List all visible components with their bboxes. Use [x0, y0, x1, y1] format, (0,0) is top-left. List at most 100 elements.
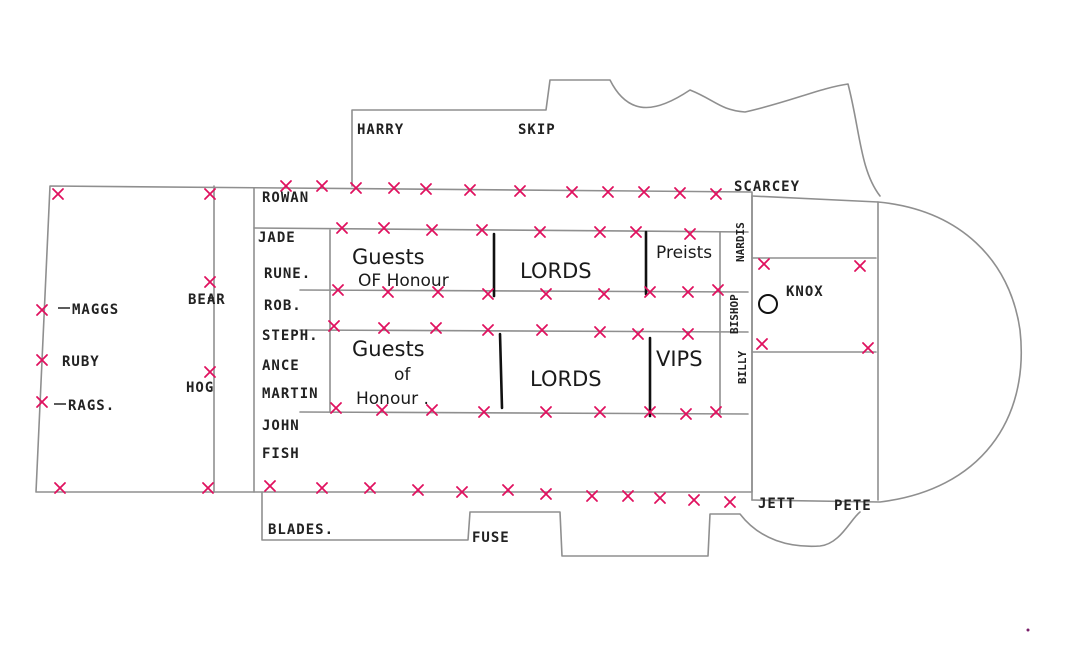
label-bishop: BISHOP: [728, 294, 741, 334]
section-guests-bottom-2: of: [394, 365, 411, 385]
seat-cross-marker: [638, 186, 650, 198]
label-steph: STEPH.: [262, 328, 319, 344]
seat-cross-marker: [540, 488, 552, 500]
seat-cross-marker: [204, 276, 216, 288]
seat-cross-marker: [710, 406, 722, 418]
label-hog: HOG: [186, 380, 214, 396]
seat-cross-marker: [388, 182, 400, 194]
stray-dot: [1026, 628, 1030, 632]
seat-cross-marker: [482, 324, 494, 336]
section-guests-top-2: OF Honour: [358, 271, 449, 291]
section-labels: Guests OF Honour LORDS Preists Guests of…: [352, 243, 712, 409]
label-scarcey: SCARCEY: [734, 179, 800, 195]
seat-cross-marker: [376, 404, 388, 416]
label-ruby: RUBY: [62, 354, 100, 370]
seat-cross-marker: [644, 286, 656, 298]
name-labels: HARRY SKIP SCARCEY ROWAN JADE RUNE. ROB.…: [62, 122, 872, 546]
seat-cross-marker: [332, 284, 344, 296]
label-knox: KNOX: [786, 284, 824, 300]
seat-cross-marker: [594, 326, 606, 338]
seat-cross-marker: [426, 404, 438, 416]
seat-cross-marker: [412, 484, 424, 496]
label-jett: JETT: [758, 496, 796, 512]
label-ance: ANCE: [262, 358, 300, 374]
seat-cross-marker: [594, 226, 606, 238]
seat-cross-marker: [514, 185, 526, 197]
seat-cross-marker: [328, 320, 340, 332]
seat-cross-marker: [476, 224, 488, 236]
seat-cross-marker: [316, 180, 328, 192]
seat-cross-marker: [264, 480, 276, 492]
section-lords-bottom: LORDS: [530, 367, 602, 391]
section-guests-top-1: Guests: [352, 245, 425, 269]
seat-cross-marker: [464, 184, 476, 196]
label-maggs: MAGGS: [72, 302, 119, 318]
seat-cross-marker: [630, 226, 642, 238]
seat-cross-marker: [426, 224, 438, 236]
label-pete: PETE: [834, 498, 872, 514]
seat-cross-marker: [594, 406, 606, 418]
seat-cross-marker: [36, 396, 48, 408]
section-lords-top: LORDS: [520, 259, 592, 283]
label-john: JOHN: [262, 418, 300, 434]
seat-cross-marker: [478, 406, 490, 418]
seat-cross-marker: [336, 222, 348, 234]
label-fuse: FUSE: [472, 530, 510, 546]
seat-cross-marker: [682, 286, 694, 298]
seat-cross-marker: [540, 288, 552, 300]
seat-cross-marker: [432, 286, 444, 298]
seat-cross-marker: [350, 182, 362, 194]
seat-cross-marker: [632, 328, 644, 340]
seat-cross-marker: [862, 342, 874, 354]
seat-cross-marker: [204, 366, 216, 378]
label-skip: SKIP: [518, 122, 556, 138]
section-guests-bottom-3: Honour .: [356, 389, 429, 409]
section-guests-bottom-1: Guests: [352, 337, 425, 361]
seat-cross-marker: [364, 482, 376, 494]
seat-cross-marker: [540, 406, 552, 418]
north-chapel-walls: [351, 79, 881, 197]
seat-cross-marker: [756, 338, 768, 350]
seat-cross-marker: [598, 288, 610, 300]
label-martin: MARTIN: [262, 386, 319, 402]
seat-cross-marker: [710, 188, 722, 200]
section-priests: Preists: [656, 243, 712, 263]
seat-cross-marker: [680, 408, 692, 420]
label-fish: FISH: [262, 446, 300, 462]
seat-cross-marker: [36, 354, 48, 366]
label-bear: BEAR: [188, 292, 226, 308]
seat-cross-marker: [684, 228, 696, 240]
seat-cross-marker: [534, 226, 546, 238]
seat-cross-marker: [378, 322, 390, 334]
seat-cross-marker: [502, 484, 514, 496]
seat-cross-marker: [688, 494, 700, 506]
seat-cross-marker: [674, 187, 686, 199]
seat-cross-marker: [712, 284, 724, 296]
seat-cross-marker: [316, 482, 328, 494]
label-harry: HARRY: [357, 122, 404, 138]
seat-cross-marker: [430, 322, 442, 334]
seat-markers: [36, 180, 874, 508]
seat-cross-marker: [36, 304, 48, 316]
seat-cross-marker: [420, 183, 432, 195]
seat-cross-marker: [482, 288, 494, 300]
label-rowan: ROWAN: [262, 190, 309, 206]
seat-cross-marker: [378, 222, 390, 234]
seat-cross-marker: [854, 260, 866, 272]
seat-cross-marker: [682, 328, 694, 340]
seat-cross-marker: [54, 482, 66, 494]
seat-cross-marker: [536, 324, 548, 336]
label-nardis: NARDIS: [734, 222, 747, 262]
seat-cross-marker: [456, 486, 468, 498]
seat-cross-marker: [622, 490, 634, 502]
label-jade: JADE: [258, 230, 296, 246]
seat-cross-marker: [280, 180, 292, 192]
seat-cross-marker: [204, 188, 216, 200]
label-billy: BILLY: [736, 351, 749, 384]
seat-cross-marker: [602, 186, 614, 198]
chancel-walls: [751, 195, 1022, 503]
seat-cross-marker: [586, 490, 598, 502]
seat-cross-marker: [758, 258, 770, 270]
seat-cross-marker: [644, 406, 656, 418]
pillar-circle: [758, 294, 778, 314]
